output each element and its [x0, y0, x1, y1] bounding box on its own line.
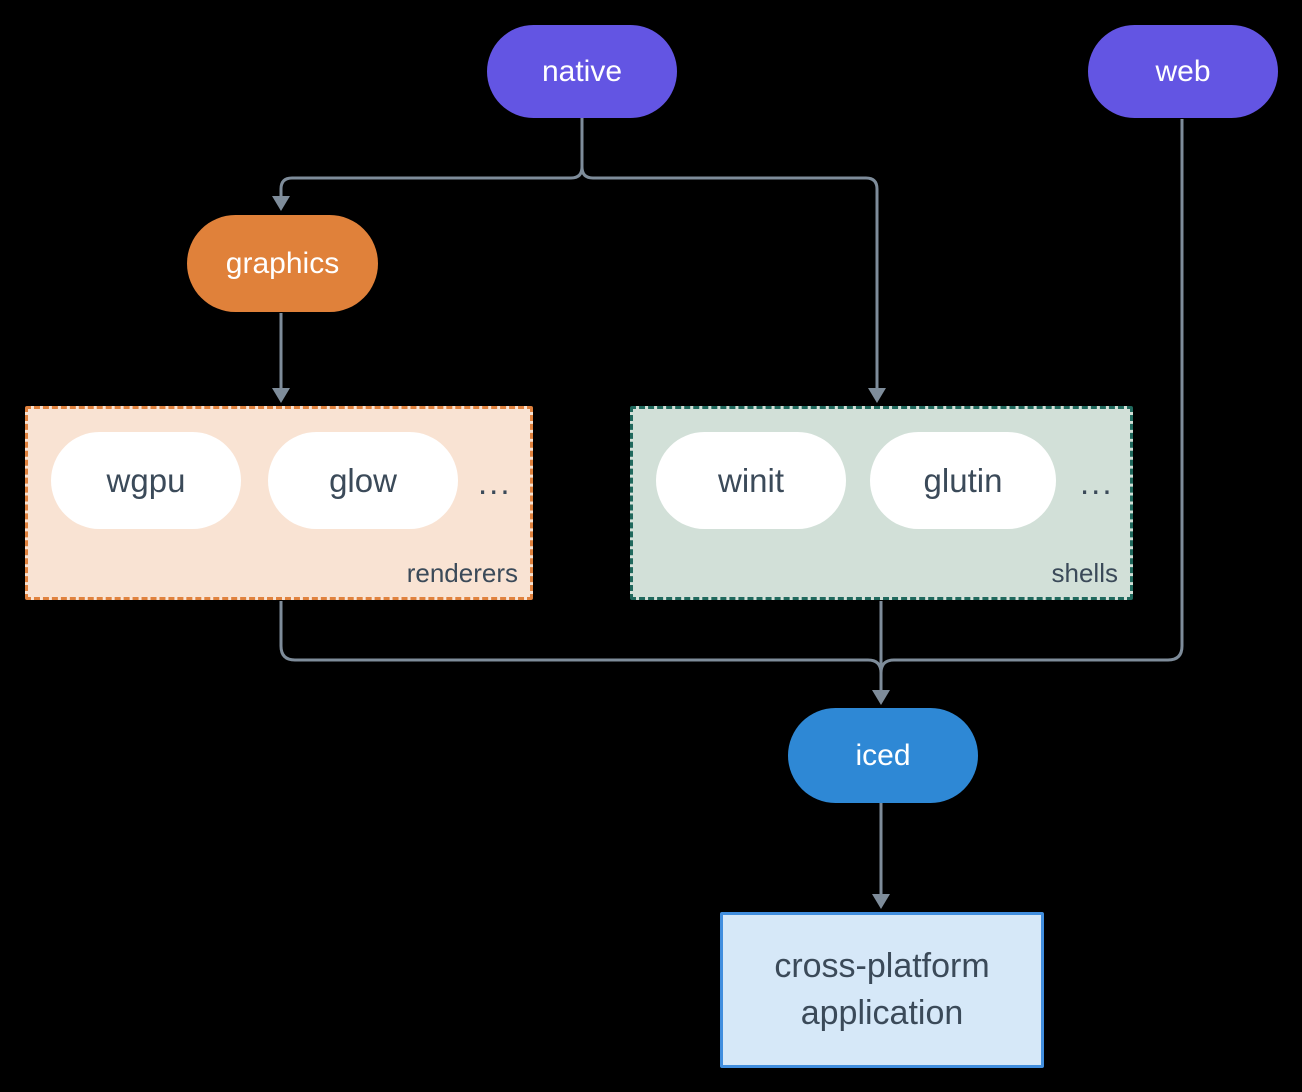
node-graphics-label: graphics	[225, 246, 340, 280]
node-glow: glow	[268, 432, 458, 529]
arrowhead-graphics	[272, 196, 290, 211]
node-native: native	[487, 25, 677, 118]
node-glutin: glutin	[870, 432, 1056, 529]
node-graphics: graphics	[187, 215, 378, 312]
edge-renderers-to-merge	[279, 601, 883, 674]
node-winit-label: winit	[717, 461, 785, 499]
arrowhead-shells	[868, 388, 886, 403]
node-glow-label: glow	[329, 461, 397, 499]
group-renderers-label: renderers	[406, 558, 518, 588]
node-wgpu: wgpu	[51, 432, 241, 529]
node-web: web	[1088, 25, 1278, 118]
node-wgpu-label: wgpu	[106, 461, 186, 499]
app-label-line2: application	[800, 994, 964, 1032]
node-native-label: native	[541, 54, 623, 88]
node-glutin-label: glutin	[923, 461, 1003, 499]
node-winit: winit	[656, 432, 846, 529]
app-label-line1: cross-platform	[774, 947, 990, 986]
node-iced-label: iced	[855, 738, 911, 772]
arrowhead-app	[872, 894, 890, 909]
renderers-ellipsis: ...	[478, 464, 512, 501]
arrowhead-renderers	[272, 388, 290, 403]
group-shells: winit glutin ... shells	[630, 406, 1133, 600]
node-iced: iced	[788, 708, 978, 803]
group-renderers: wgpu glow ... renderers	[25, 406, 533, 600]
arrowhead-iced	[872, 690, 890, 705]
edge-native-to-shells	[580, 118, 879, 389]
edge-native-to-graphics	[279, 118, 584, 197]
group-shells-label: shells	[1051, 558, 1118, 588]
node-cross-platform-application: cross-platform application	[720, 912, 1044, 1068]
shells-ellipsis: ...	[1080, 464, 1114, 501]
node-web-label: web	[1155, 54, 1211, 88]
